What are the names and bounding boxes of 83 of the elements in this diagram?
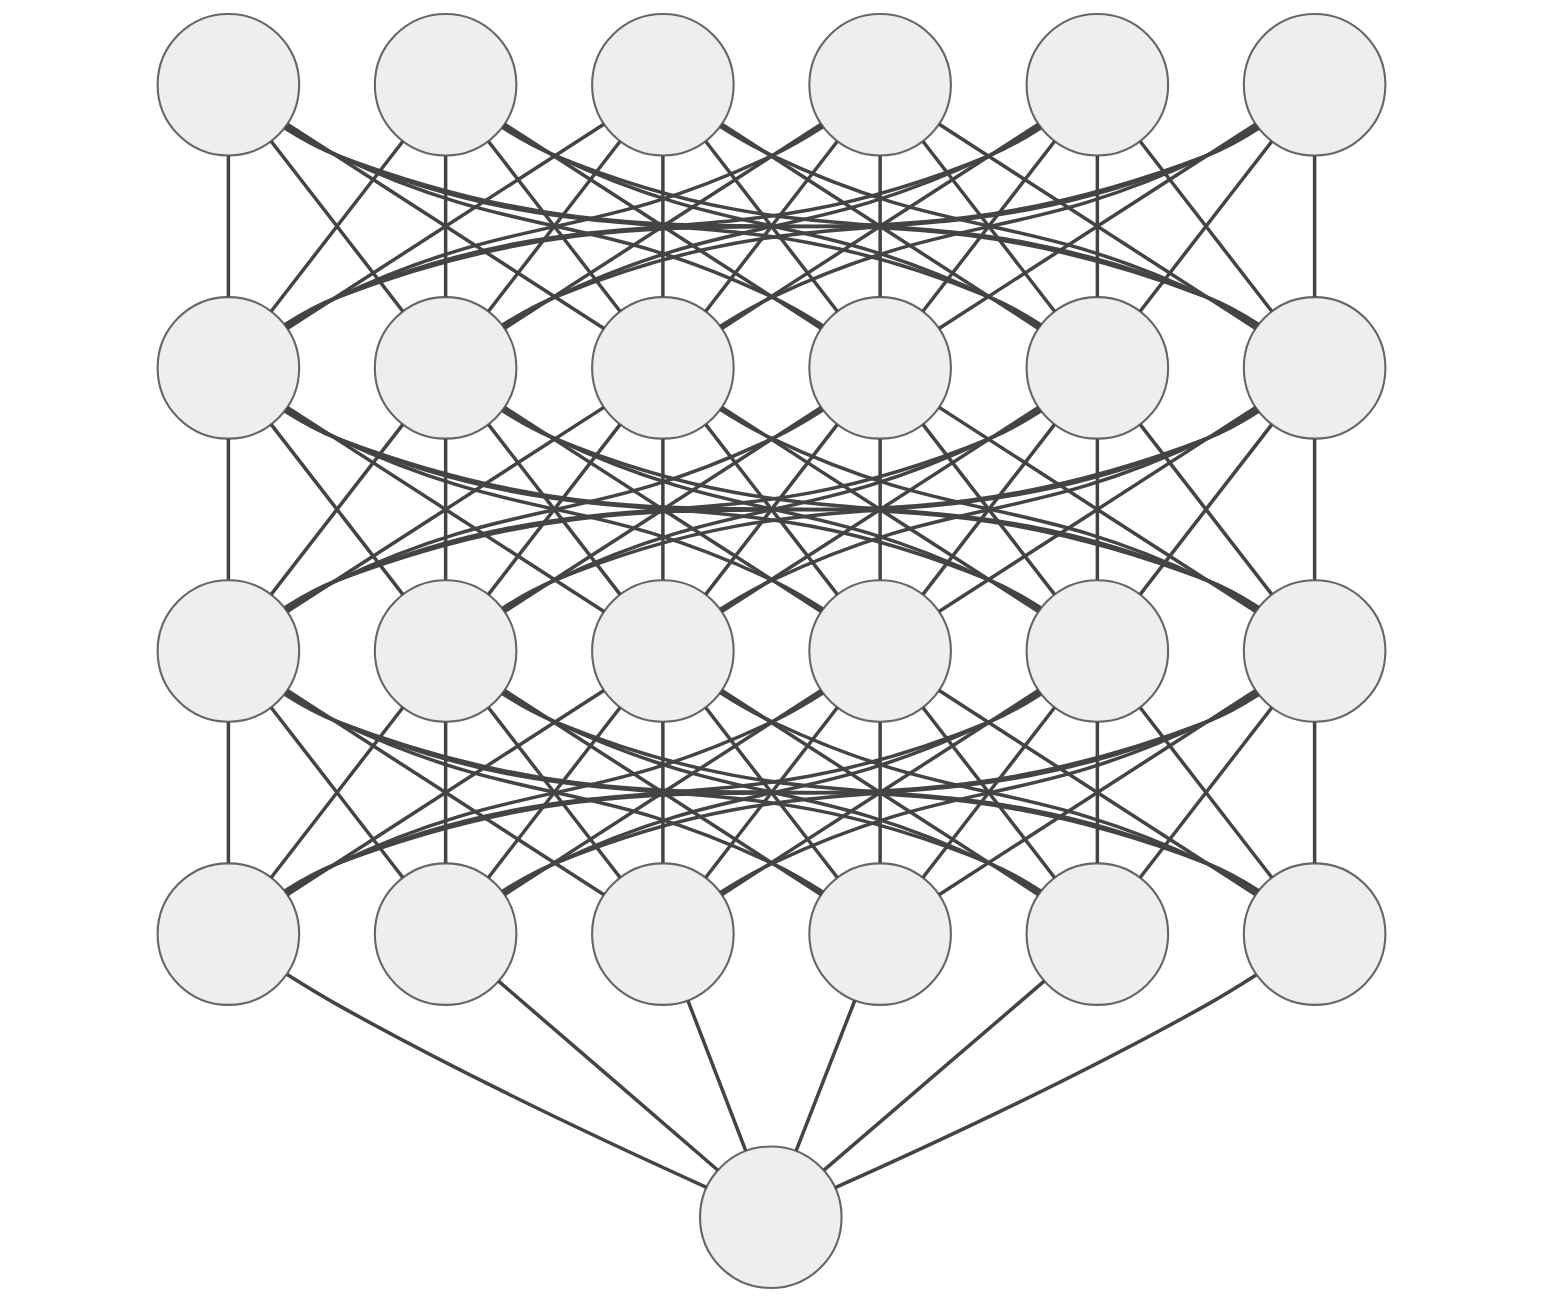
connector	[720, 122, 1039, 330]
connector	[1312, 722, 1316, 863]
connector	[226, 438, 230, 580]
connector	[703, 423, 839, 596]
connector	[877, 722, 882, 863]
connector	[501, 126, 1259, 327]
connector	[877, 438, 882, 580]
connector	[1138, 140, 1273, 313]
connector	[269, 423, 404, 596]
node-circle	[590, 579, 735, 723]
connector	[501, 408, 1041, 611]
connector	[703, 140, 839, 313]
connector	[503, 689, 822, 897]
connector	[501, 692, 1259, 893]
node-circle	[807, 12, 952, 157]
connector	[486, 140, 621, 313]
connector	[1312, 438, 1316, 580]
connector	[720, 405, 1039, 614]
connector	[703, 706, 839, 879]
node-circle	[156, 579, 300, 723]
node-circle	[373, 12, 517, 157]
connector	[284, 691, 824, 894]
connector	[877, 155, 882, 297]
connector	[443, 155, 447, 297]
connector	[921, 706, 1056, 879]
connector	[283, 126, 1260, 326]
node-circle	[373, 296, 517, 440]
connector	[833, 973, 1257, 1190]
connector	[1095, 438, 1099, 580]
node-circle	[807, 579, 952, 723]
connector	[501, 409, 1259, 610]
node-circle	[590, 296, 735, 440]
connector	[226, 155, 230, 297]
connector	[443, 722, 447, 863]
connector	[283, 692, 1042, 893]
node-circle	[1025, 296, 1169, 440]
node-circle	[1025, 862, 1169, 1006]
connector	[1138, 423, 1273, 596]
connector	[285, 973, 707, 1189]
connector	[921, 140, 1056, 313]
connector	[1095, 722, 1099, 863]
node-circle	[1025, 579, 1169, 723]
node-circle	[156, 12, 300, 157]
node-circle	[373, 579, 517, 723]
connector	[443, 438, 447, 580]
connector	[503, 405, 822, 614]
connector	[486, 423, 621, 596]
connector	[660, 155, 665, 297]
connector	[283, 409, 1042, 610]
connector	[718, 408, 1258, 611]
connector	[503, 122, 822, 330]
connector	[660, 722, 665, 863]
node-circle	[1025, 12, 1169, 157]
node-circle	[1242, 296, 1386, 440]
connector	[226, 722, 230, 863]
node-circle	[698, 1145, 843, 1290]
connector	[284, 408, 824, 611]
connector	[718, 691, 1258, 894]
node-circle	[373, 862, 517, 1006]
connector	[921, 423, 1056, 596]
connector	[794, 999, 856, 1152]
connector	[1095, 155, 1099, 297]
connector	[501, 691, 1041, 894]
node-circle	[156, 296, 300, 440]
node-circle	[807, 862, 952, 1006]
node-circle	[1242, 12, 1386, 157]
connector	[486, 706, 621, 879]
connector	[283, 126, 1042, 327]
connector	[1312, 155, 1316, 297]
connector	[660, 438, 665, 580]
node-circle	[590, 12, 735, 157]
connector	[269, 140, 404, 313]
connector	[822, 979, 1045, 1172]
connector	[496, 979, 719, 1172]
connector	[720, 689, 1039, 897]
node-circle	[1242, 862, 1386, 1006]
node-circle	[590, 862, 735, 1006]
connector	[269, 706, 404, 879]
connector	[1138, 706, 1273, 879]
node-circle	[807, 296, 952, 440]
node-circle	[156, 862, 300, 1006]
node-circle	[1242, 579, 1386, 723]
connector	[685, 999, 747, 1152]
